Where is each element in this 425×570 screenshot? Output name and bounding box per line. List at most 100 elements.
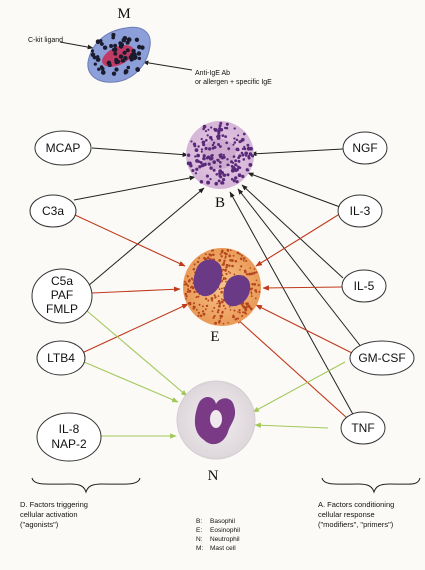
basophil-granule xyxy=(208,135,213,140)
eosinophil-granule xyxy=(227,270,230,273)
eosinophil-granule xyxy=(198,303,201,306)
basophil-granule xyxy=(248,162,253,167)
mast-cell-granule xyxy=(113,47,118,52)
eosinophil-granule xyxy=(192,279,194,281)
basophil-granule xyxy=(226,163,230,167)
eosinophil-granule xyxy=(234,259,238,263)
eosinophil-granule xyxy=(218,288,221,290)
eosinophil-granule xyxy=(197,314,200,317)
basophil-cell xyxy=(186,121,255,189)
basophil-granule xyxy=(225,141,229,145)
eosinophil-granule xyxy=(223,276,225,279)
eosinophil-granule xyxy=(242,257,246,260)
eosinophil-granule xyxy=(220,255,223,258)
eosinophil-granule xyxy=(218,302,222,305)
eosinophil-granule xyxy=(222,304,225,307)
basophil-granule xyxy=(243,145,246,149)
eosinophil-granule xyxy=(193,263,196,266)
eosinophil-granule xyxy=(253,268,256,270)
basophil-granule xyxy=(192,142,197,146)
mast-cell-granule xyxy=(126,65,131,70)
eosinophil-granule xyxy=(239,268,241,271)
factor-c5a-label: C5a xyxy=(51,274,73,288)
basophil-granule xyxy=(237,159,241,163)
basophil-granule xyxy=(191,168,195,173)
eosinophil-granule xyxy=(216,311,219,314)
mast-cell-granule xyxy=(132,52,137,57)
basophil-granule xyxy=(202,124,207,129)
eosinophil-granule xyxy=(224,307,227,310)
eosinophil-granule xyxy=(241,314,244,318)
basophil-granule xyxy=(235,147,240,152)
eosinophil-granule xyxy=(220,287,223,290)
eosinophil-granule xyxy=(220,298,223,300)
basophil-granule xyxy=(218,165,222,168)
eosinophil-granule xyxy=(224,255,227,258)
eosinophil-granule xyxy=(205,304,209,308)
eosinophil-granule xyxy=(212,316,215,319)
eosinophil-granule xyxy=(195,296,198,299)
eosinophil-granule xyxy=(203,256,206,260)
eosinophil-granule xyxy=(242,259,245,262)
eosinophil-granule xyxy=(252,271,256,275)
eosinophil-granule xyxy=(205,258,208,261)
eosinophil-granule xyxy=(250,292,253,295)
basophil-granule xyxy=(218,171,222,176)
arrow-tnf-neutrophil xyxy=(254,422,329,429)
eosinophil-granule xyxy=(255,279,258,282)
basophil-granule xyxy=(233,141,237,144)
eosinophil-granule xyxy=(245,305,248,309)
mast-cell-granule xyxy=(111,35,115,40)
basophil-granule xyxy=(203,140,206,144)
arrow-c5a-neutrophil xyxy=(79,304,188,397)
eosinophil-granule xyxy=(192,302,196,305)
basophil-granule xyxy=(232,155,236,158)
eosinophil-granule xyxy=(204,297,208,300)
eosinophil-granule xyxy=(188,289,192,293)
mast-cell-granule xyxy=(120,58,125,63)
mast-cell-granule xyxy=(119,42,125,47)
basophil-granule xyxy=(200,137,203,141)
basophil-granule xyxy=(211,143,215,147)
eosinophil-granule xyxy=(184,282,188,286)
mast-cell-granule xyxy=(111,71,117,76)
factor-ngf: NGF xyxy=(342,131,388,165)
basophil-granule xyxy=(240,137,245,142)
basophil-granule xyxy=(227,147,231,151)
arrow-layer xyxy=(59,41,363,439)
factor-mcap: MCAP xyxy=(34,130,92,166)
basophil-granule xyxy=(189,161,192,164)
arrow-gmcsf-eosinophil xyxy=(255,304,353,354)
anti-ige-label-1: Anti-IgE Ab xyxy=(195,70,230,77)
basophil-granule xyxy=(217,143,220,146)
eosinophil-granule xyxy=(233,273,236,276)
eosinophil-granule xyxy=(185,297,187,300)
right-caption-line-2: cellular response xyxy=(318,510,375,519)
eosinophil-granule xyxy=(213,314,216,318)
eosinophil-granule xyxy=(238,308,241,312)
basophil-granule xyxy=(211,146,215,150)
basophil-granule xyxy=(195,159,199,163)
basophil-granule xyxy=(212,160,217,164)
eosinophil-granule xyxy=(187,288,190,291)
basophil-granule xyxy=(235,164,238,167)
eosinophil-granule xyxy=(212,253,215,256)
factor-nap2-label: NAP-2 xyxy=(51,437,87,451)
eosinophil-granule xyxy=(228,264,231,267)
left-caption-line-2: cellular activation xyxy=(20,510,78,519)
arrow-il5-basophil xyxy=(241,184,344,279)
basophil-granule xyxy=(204,138,208,142)
eosinophil-granule xyxy=(225,273,228,275)
mast-cell xyxy=(87,26,151,83)
eosinophil-granule xyxy=(217,321,221,324)
factor-il8-label: IL-8 xyxy=(59,422,80,436)
eosinophil-granule xyxy=(239,257,243,261)
basophil-granule xyxy=(207,128,210,131)
eosinophil-granule xyxy=(217,295,220,297)
eosinophil-granule xyxy=(254,297,257,300)
basophil-granule xyxy=(222,153,225,157)
eosinophil-granule xyxy=(186,275,189,278)
basophil-granule xyxy=(235,138,239,142)
eosinophil-granule xyxy=(225,266,228,269)
factor-gmcsf-label: GM-CSF xyxy=(358,351,405,365)
